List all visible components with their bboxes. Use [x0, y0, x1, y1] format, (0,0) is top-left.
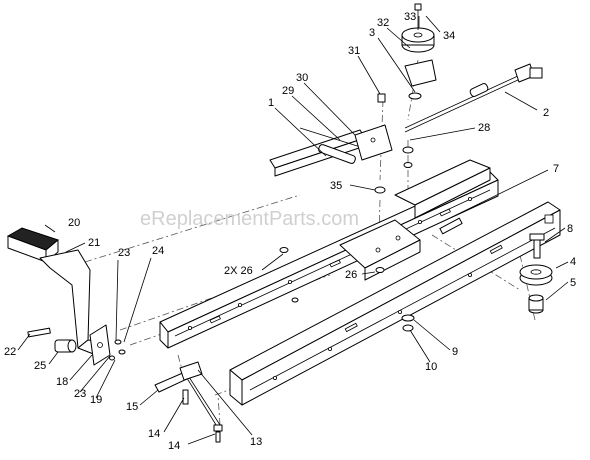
callout-19: 19 — [90, 394, 102, 406]
callout-30: 30 — [296, 72, 308, 84]
callout-23-upper: 23 — [118, 247, 130, 259]
callout-21: 21 — [88, 237, 100, 249]
callout-14-upper: 14 — [148, 428, 160, 440]
callout-35: 35 — [330, 180, 342, 192]
callout-2x26: 2X 26 — [224, 265, 253, 277]
pulley-bracket — [377, 59, 437, 103]
callout-24: 24 — [152, 245, 164, 257]
callout-14-lower: 14 — [168, 440, 180, 452]
callout-2: 2 — [543, 107, 549, 119]
callout-26: 26 — [345, 269, 357, 281]
callout-15: 15 — [126, 401, 138, 413]
pulley-stack — [519, 233, 553, 314]
callout-22: 22 — [4, 346, 16, 358]
callout-28: 28 — [478, 122, 490, 134]
hardware-fasteners — [279, 146, 414, 303]
callout-31: 31 — [348, 45, 360, 57]
callout-labels: 33 34 32 3 31 30 29 1 2 28 7 35 20 21 23… — [4, 11, 576, 452]
idler-pulley — [401, 3, 435, 53]
callout-4: 4 — [570, 256, 576, 268]
lower-frame-rail — [229, 201, 561, 406]
assembly-dash-lines — [84, 59, 536, 426]
watermark-text: eReplacementParts.com — [140, 208, 359, 230]
callout-5: 5 — [570, 277, 576, 289]
callout-20: 20 — [68, 217, 80, 229]
pedal-pivot-hardware — [27, 324, 126, 366]
callout-1: 1 — [268, 97, 274, 109]
callout-7: 7 — [553, 163, 559, 175]
callout-29: 29 — [282, 85, 294, 97]
brake-pedal — [6, 227, 103, 356]
callout-10: 10 — [425, 361, 437, 373]
tensioner-bracket — [394, 159, 491, 235]
callout-25: 25 — [34, 360, 46, 372]
idler-arm — [269, 124, 393, 177]
brake-linkage — [154, 361, 223, 443]
callout-34: 34 — [443, 30, 455, 42]
callout-8: 8 — [567, 223, 573, 235]
callout-33: 33 — [404, 11, 416, 23]
callout-leaders — [17, 15, 569, 445]
callout-13: 13 — [250, 436, 262, 448]
nut-washer-stack — [401, 314, 415, 332]
callout-18: 18 — [56, 376, 68, 388]
callout-32: 32 — [377, 17, 389, 29]
callout-3: 3 — [369, 27, 375, 39]
callout-9: 9 — [452, 346, 458, 358]
upper-frame-rail — [159, 171, 499, 349]
brake-rod — [404, 63, 543, 133]
callout-23-lower: 23 — [74, 388, 86, 400]
